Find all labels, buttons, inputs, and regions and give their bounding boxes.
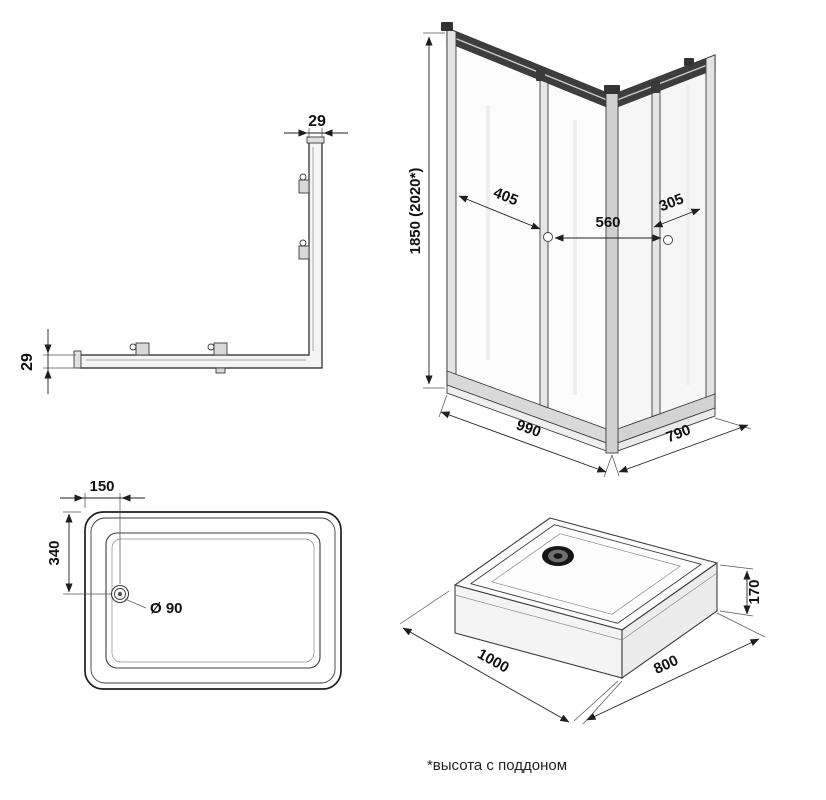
corner-post <box>605 90 619 454</box>
roller-bracket <box>135 342 150 356</box>
door-handle-left <box>543 232 553 242</box>
ext-line <box>399 590 450 625</box>
profile-l-body <box>79 141 323 369</box>
tray-basin-edge <box>105 532 321 669</box>
roller-bracket <box>213 342 228 356</box>
corner-profile-view: 29 29 <box>19 113 348 394</box>
dim-profile-width-left: 29 <box>19 329 76 394</box>
ext-line <box>573 680 619 722</box>
roller-carriage <box>536 68 545 81</box>
dim-drain-offset-x: 150 <box>60 478 145 584</box>
drain-3d-hole <box>553 553 563 559</box>
roller-bracket-lower <box>215 367 226 374</box>
dim-line <box>458 195 541 230</box>
dim-drain-offset-y: 340 <box>46 511 111 595</box>
ext-line <box>603 454 613 478</box>
top-rail-highlight <box>611 61 716 103</box>
tray-outer-rim <box>84 511 342 690</box>
tray-top-view: Ø 90 150 340 <box>46 478 342 690</box>
rail-bracket <box>684 58 694 66</box>
profile-end-cap-left <box>73 350 82 369</box>
dim-tray-height: 170 <box>719 564 763 617</box>
dim-label-profile-top: 29 <box>308 113 326 130</box>
dim-label-drain-offset-x: 150 <box>89 478 114 495</box>
drain-leader-line <box>124 598 147 609</box>
dim-line <box>618 424 749 473</box>
dim-enclosure-height: 1850 (2020*) <box>407 32 445 389</box>
rail-corner-bracket <box>604 85 620 94</box>
roller-wheel <box>207 343 215 351</box>
door-frame-divider-left <box>539 79 549 409</box>
ext-line <box>716 612 766 638</box>
tray-rim-line <box>90 517 336 684</box>
roller-wheel <box>299 173 307 181</box>
dim-line <box>653 208 701 228</box>
roller-bracket <box>298 179 310 194</box>
drain-hole <box>117 591 123 597</box>
tray-3d-view: 1000 800 170 <box>399 517 766 725</box>
tray-basin-floor <box>111 538 315 663</box>
rail-cap <box>441 22 453 31</box>
tray-lip-line <box>454 594 623 641</box>
door-frame-divider-right <box>651 89 661 418</box>
dim-label-entry: 560 <box>595 214 620 231</box>
footnote: *высота с поддоном <box>427 757 567 774</box>
dim-label-drain-offset-y: 340 <box>46 540 63 565</box>
roller-wheel <box>129 343 137 351</box>
frame-member-far-left <box>446 27 457 389</box>
dim-line <box>586 638 760 721</box>
ext-line <box>719 564 754 570</box>
dim-label-enclosure-height: 1850 (2020*) <box>407 168 424 255</box>
ext-line <box>611 454 620 477</box>
roller-carriage <box>651 80 660 93</box>
door-handle-right <box>663 235 673 245</box>
dim-line <box>402 627 570 723</box>
top-rail-highlight <box>446 34 613 103</box>
glass-panel-right-wall <box>611 54 716 446</box>
drain-inner-ring <box>114 588 126 600</box>
ext-line <box>714 417 752 430</box>
tray-basin-inner <box>491 533 681 615</box>
tray-rim-inner <box>470 524 702 624</box>
dim-label-drain-diameter: Ø 90 <box>150 600 183 617</box>
ext-line <box>719 610 754 617</box>
enclosure-3d-view: 1850 (2020*) 405 560 305 990 790 <box>407 22 752 478</box>
frame-member-far-right <box>705 54 716 412</box>
ext-line <box>582 680 623 725</box>
profile-end-cap-top <box>306 136 325 144</box>
dim-label-tray-width: 800 <box>651 652 681 678</box>
tray-lip-line <box>621 572 718 641</box>
dim-entry-opening: 560 <box>554 214 662 242</box>
ext-line <box>438 394 448 418</box>
dim-profile-width-top: 29 <box>284 113 348 138</box>
dim-label-tray-height: 170 <box>746 579 763 604</box>
dim-label-profile-left: 29 <box>19 353 36 371</box>
roller-bracket <box>298 245 310 260</box>
roller-wheel <box>299 239 307 247</box>
dim-line <box>440 411 607 473</box>
